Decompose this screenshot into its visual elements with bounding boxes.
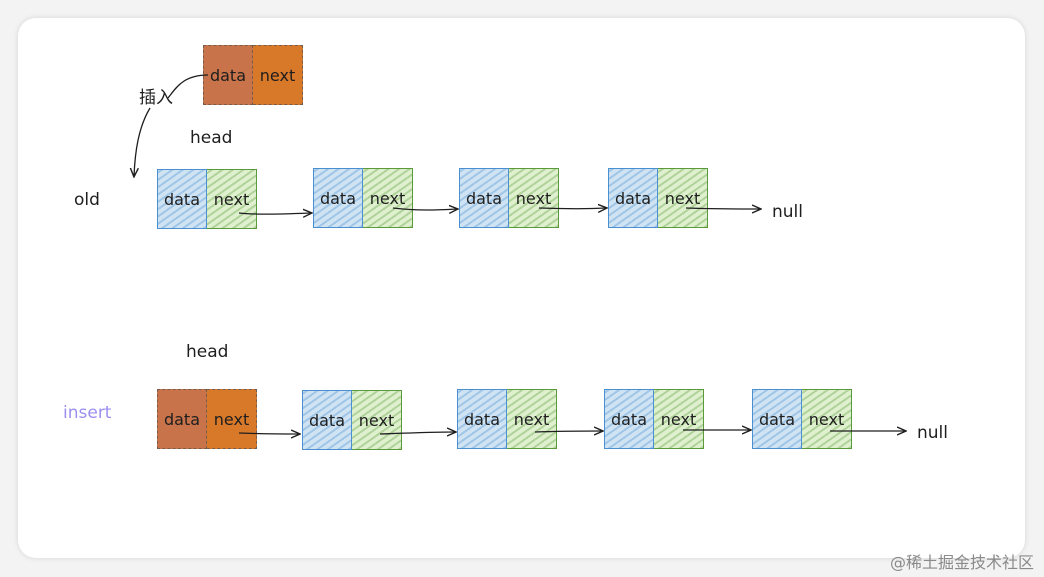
new-list-node-3: data next (457, 389, 557, 449)
old-node-4-data: data (608, 168, 658, 228)
new-arrow-1 (238, 433, 299, 434)
insert-curve-arrow (167, 74, 209, 99)
new-list-node-3-next: next (507, 389, 557, 449)
insert-down-arrow (134, 107, 151, 176)
old-arrow-null (685, 208, 760, 209)
new-list-node-1: data next (157, 389, 257, 449)
new-list-node-3-data: data (457, 389, 507, 449)
null-label-new: null (917, 423, 948, 443)
new-arrow-3 (534, 431, 602, 432)
old-node-1: data next (157, 169, 257, 229)
old-node-1-data: data (157, 169, 207, 229)
old-node-3-next: next (509, 168, 559, 228)
old-node-2-next: next (363, 168, 413, 228)
head-label-old: head (190, 128, 233, 148)
new-node: data next (203, 45, 303, 105)
old-node-1-next: next (207, 169, 257, 229)
new-list-node-5-next: next (802, 389, 852, 449)
new-arrow-2 (379, 432, 455, 434)
new-list-node-5: data next (752, 389, 852, 449)
watermark: @稀土掘金技术社区 (889, 553, 1034, 572)
new-node-data-cell: data (203, 45, 253, 105)
old-arrow-1 (238, 213, 311, 214)
diagram-canvas: data next 插入 head old data next data nex… (18, 18, 1025, 558)
new-list-node-2-next: next (352, 390, 402, 450)
old-arrow-2 (392, 208, 457, 210)
old-node-3-data: data (459, 168, 509, 228)
old-node-2: data next (313, 168, 413, 228)
head-label-new: head (186, 342, 229, 362)
new-list-node-1-next: next (207, 389, 257, 449)
new-list-node-4: data next (604, 389, 704, 449)
new-list-node-5-data: data (752, 389, 802, 449)
old-node-3: data next (459, 168, 559, 228)
arrows-layer (18, 74, 1025, 558)
old-node-2-data: data (313, 168, 363, 228)
new-list-node-2: data next (302, 390, 402, 450)
new-list-node-2-data: data (302, 390, 352, 450)
new-list-node-1-data: data (157, 389, 207, 449)
new-list-node-4-data: data (604, 389, 654, 449)
old-node-4-next: next (658, 168, 708, 228)
old-arrow-3 (538, 208, 606, 209)
old-label: old (74, 190, 100, 210)
new-node-next-cell: next (253, 45, 303, 105)
insert-zh-label: 插入 (139, 88, 173, 108)
old-node-4: data next (608, 168, 708, 228)
insert-label: insert (63, 403, 112, 423)
new-list-node-4-next: next (654, 389, 704, 449)
null-label-old: null (772, 202, 803, 222)
